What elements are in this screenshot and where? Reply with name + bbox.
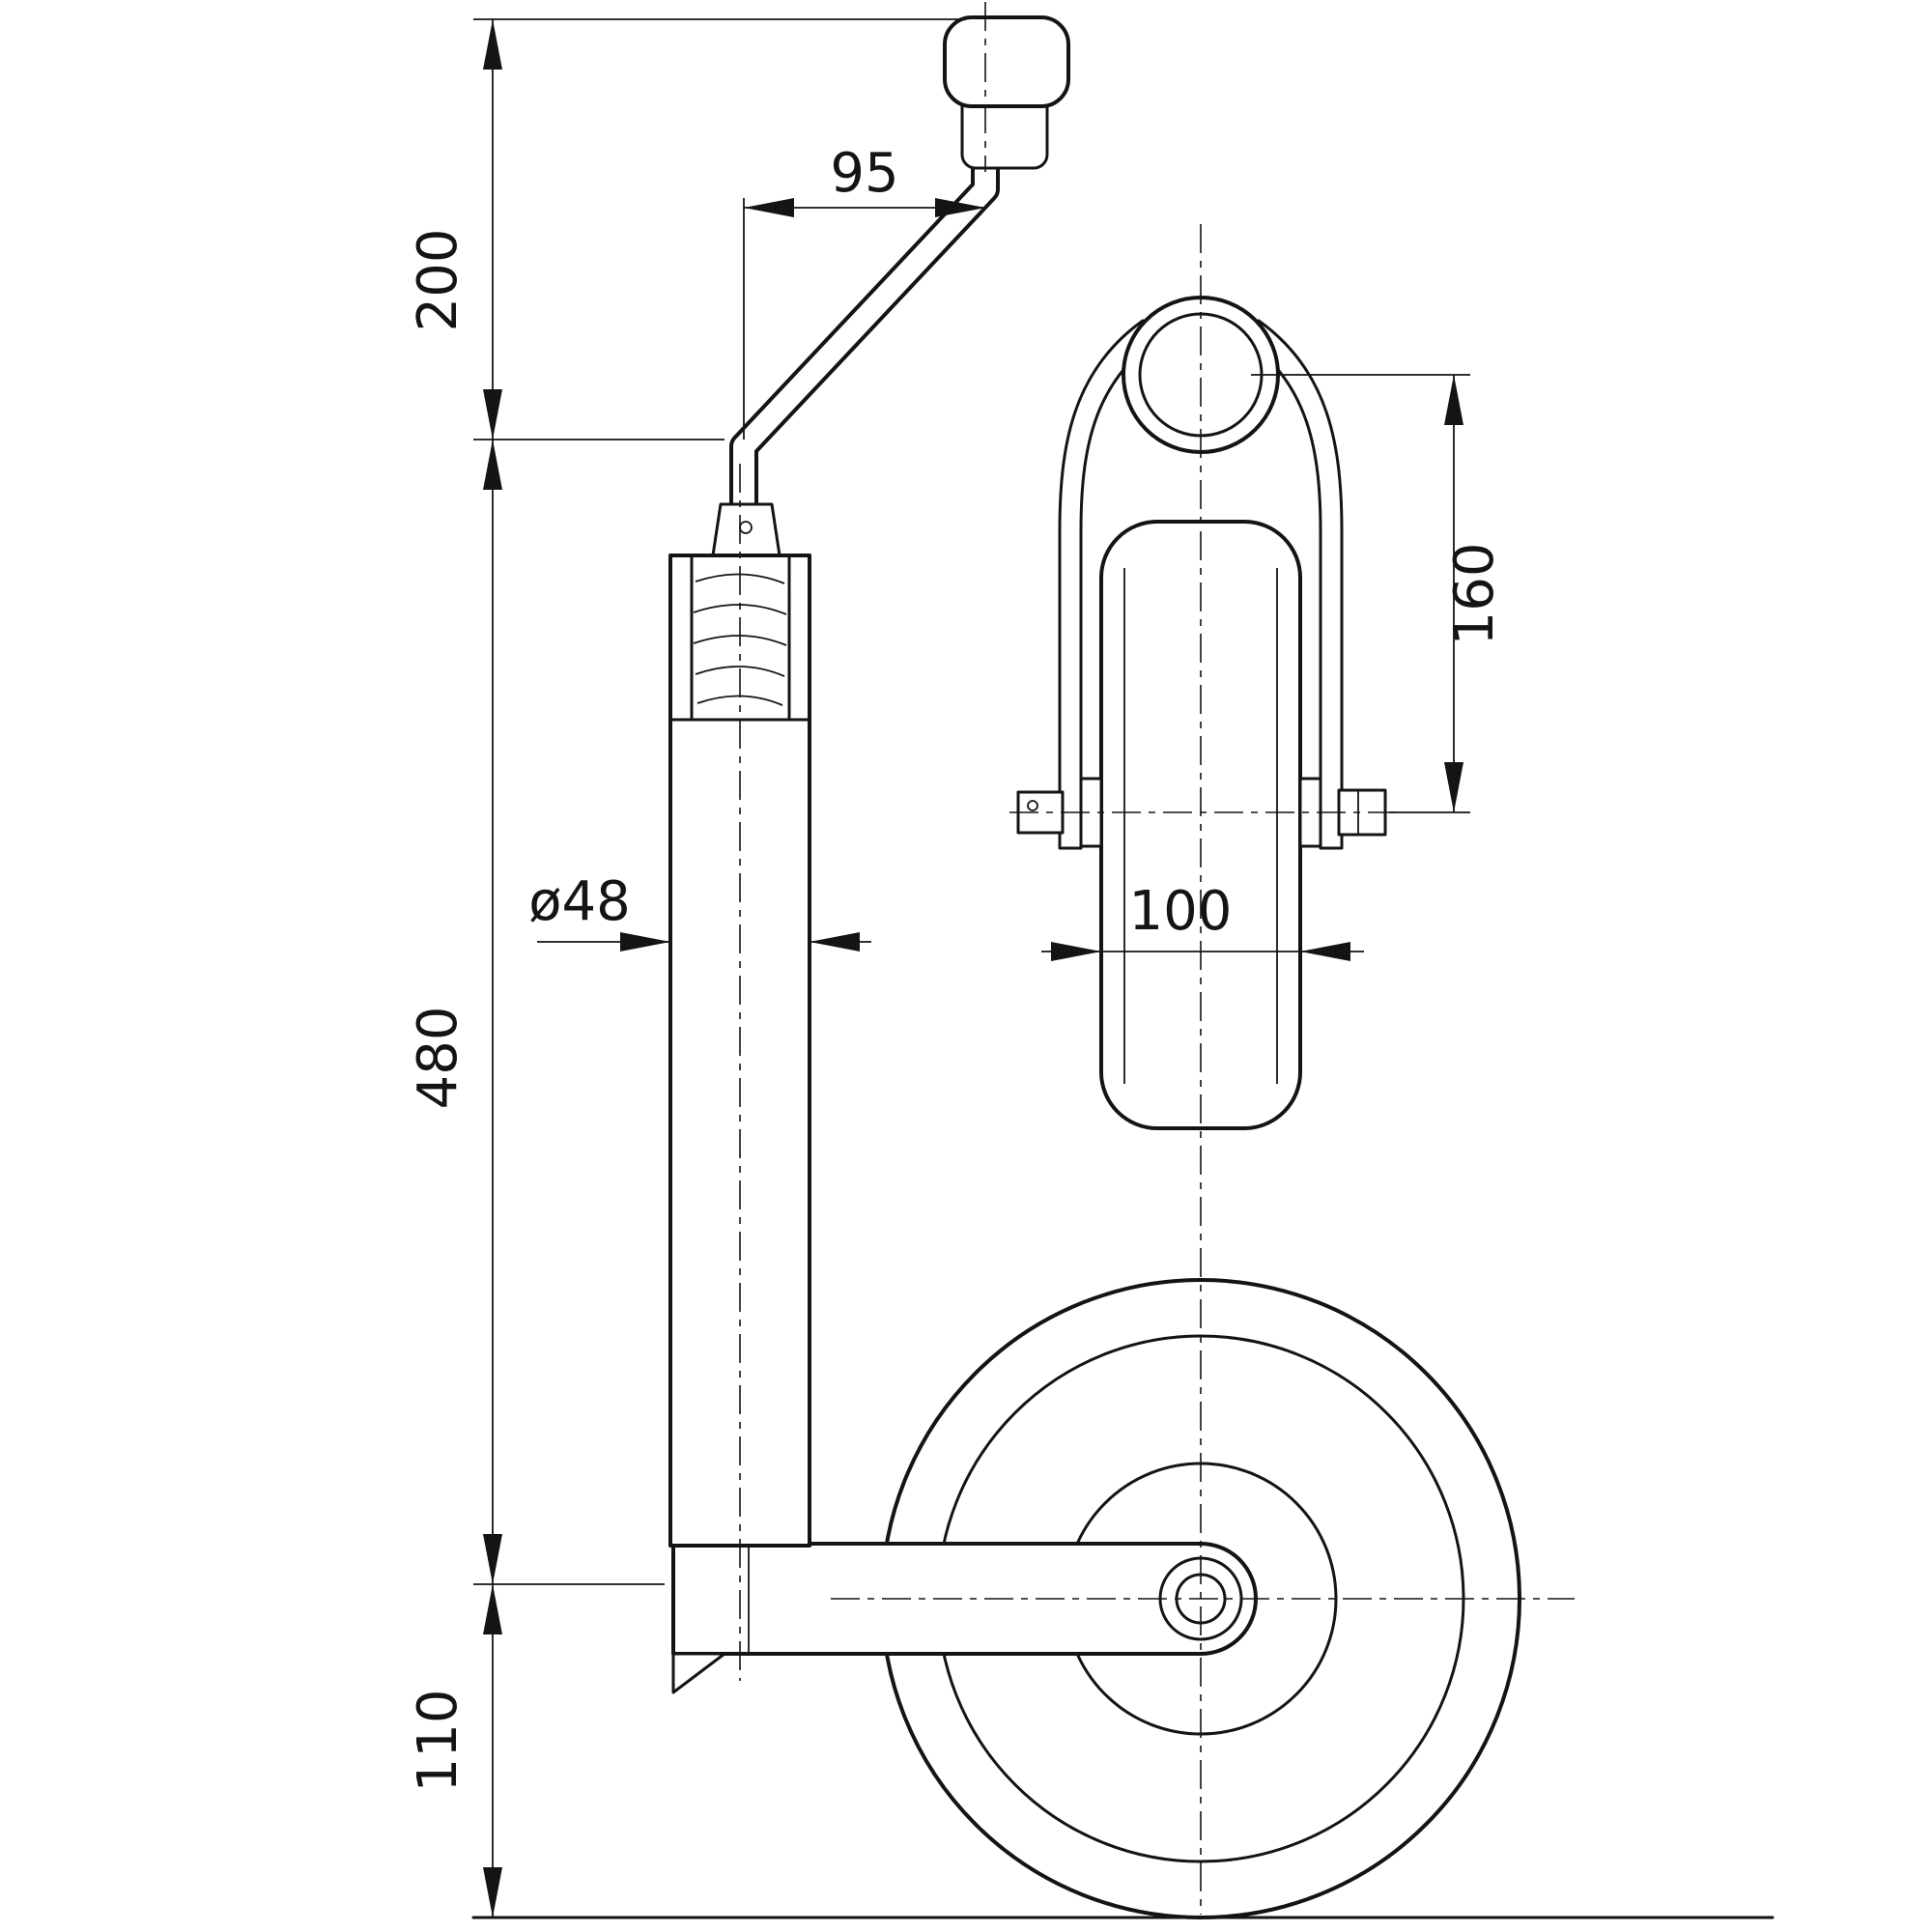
front-view — [1016, 296, 1387, 1130]
arrow-48-left — [620, 932, 670, 952]
arrow-95-left — [744, 198, 794, 217]
bearing-housing — [711, 502, 781, 557]
swing-arm — [671, 1542, 1258, 1694]
dimension-system: 200 480 110 95 ø48 160 — [407, 18, 1506, 1918]
arrow-160-bottom — [1444, 762, 1463, 812]
left-dimension-chain: 200 480 110 — [407, 18, 966, 1918]
axle-ends — [1016, 788, 1387, 837]
dim-label-100: 100 — [1129, 880, 1233, 943]
fork-arm-left — [1058, 319, 1158, 850]
side-view — [668, 15, 1521, 1919]
dim-label-48: ø48 — [528, 870, 631, 933]
dimension-48: ø48 — [528, 870, 871, 952]
dimension-95: 95 — [743, 142, 985, 440]
crank-knob — [943, 15, 1070, 108]
crank-rod-fill — [733, 146, 996, 540]
dim-label-95: 95 — [830, 142, 898, 205]
dimension-160: 160 — [1251, 374, 1506, 813]
arrow-100-right — [1300, 942, 1350, 961]
centerlines — [739, 2, 1575, 1915]
fork-arm-right — [1243, 319, 1344, 850]
dim-label-110: 110 — [407, 1690, 469, 1793]
crank-bearing — [711, 502, 781, 557]
arm-bottom-tab — [671, 1652, 726, 1694]
dimension-100: 100 — [1041, 880, 1364, 961]
arrow-100-left — [1051, 942, 1101, 961]
arrow-480-top — [483, 440, 502, 490]
arrow-110-bottom — [483, 1867, 502, 1918]
arrow-200-top — [483, 19, 502, 70]
arrow-48-right — [810, 932, 860, 952]
dim-label-480: 480 — [407, 1007, 469, 1110]
crank-handle — [729, 15, 1070, 544]
wheel-fork — [1058, 319, 1344, 850]
dim-label-160: 160 — [1443, 543, 1506, 646]
dim-label-200: 200 — [407, 229, 469, 332]
arrow-110-top — [483, 1584, 502, 1634]
swing-arm-body — [671, 1542, 1258, 1656]
cotter-pin-hole — [1027, 800, 1038, 811]
arrow-200-bottom — [483, 389, 502, 440]
arrow-160-top — [1444, 375, 1463, 425]
arrow-95-right — [935, 198, 985, 217]
arrow-480-bottom — [483, 1534, 502, 1584]
